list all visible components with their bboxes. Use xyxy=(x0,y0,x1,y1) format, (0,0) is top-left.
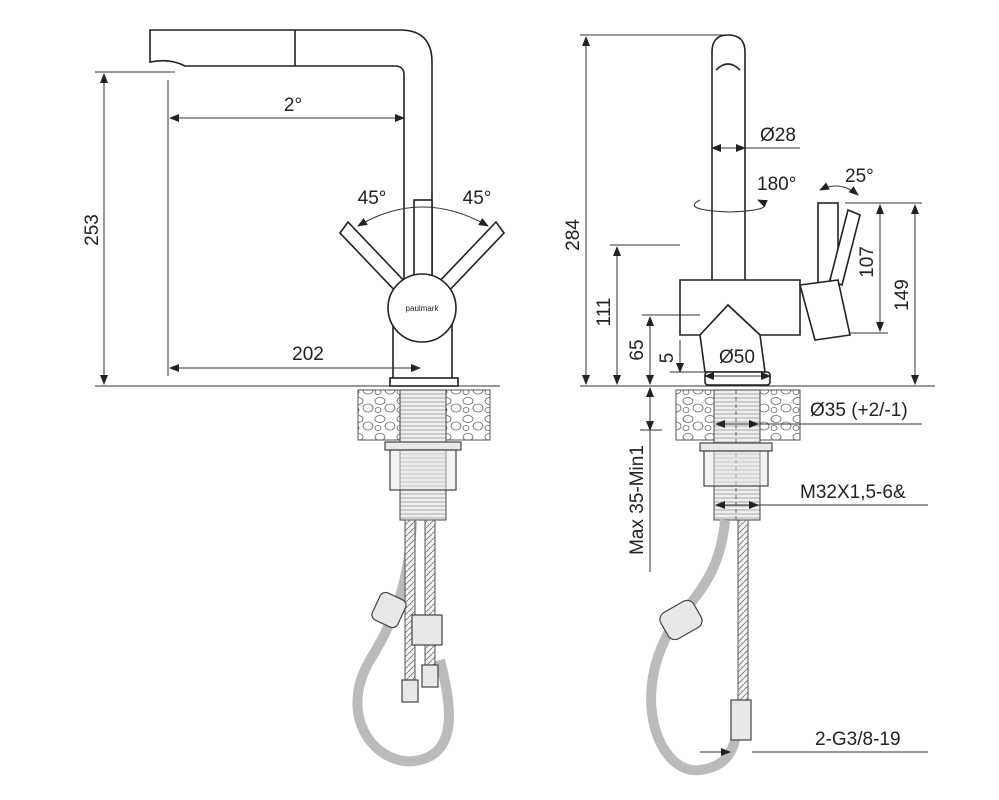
supply-hose xyxy=(424,519,436,681)
handle-rotation-arc xyxy=(357,206,489,227)
handle-height-107-label: 107 xyxy=(857,246,878,278)
hole-diameter-label: Ø35 (+2/-1) xyxy=(810,400,908,421)
body-height-65-label: 65 xyxy=(627,339,648,360)
spout-tube xyxy=(711,34,746,286)
handle-angle-arc xyxy=(819,182,859,196)
pull-out-hose xyxy=(352,519,454,767)
handle-angle-label: 25° xyxy=(845,166,874,187)
reach-label: 202 xyxy=(292,344,324,365)
body-cartridge xyxy=(387,273,457,343)
spout xyxy=(149,29,433,301)
hose-connector xyxy=(411,614,443,646)
handle-base xyxy=(798,279,851,341)
rotation-arrow xyxy=(693,199,768,213)
total-height-label: 284 xyxy=(563,219,584,251)
handle-height-149-label: 149 xyxy=(892,279,913,311)
handle-open-position xyxy=(829,208,861,287)
body-height-111-label: 111 xyxy=(594,298,615,327)
fitting xyxy=(401,679,419,703)
base-plate xyxy=(704,371,771,386)
rotation-label: 180° xyxy=(757,174,796,195)
thread-label: M32X1,5-6& xyxy=(800,482,906,503)
body-base xyxy=(699,303,766,373)
washer xyxy=(699,442,773,452)
handle-left-angle-label: 45° xyxy=(358,188,387,209)
base-height-label: 5 xyxy=(657,353,678,364)
connection-label: 2-G3/8-19 xyxy=(815,729,901,750)
mounting-nut xyxy=(389,449,457,491)
supply-hose xyxy=(737,519,749,701)
front-view: 284 Ø28 180° 25° 107 149 111 65 5 Ø50 Ø3… xyxy=(563,34,935,776)
handle-center xyxy=(413,199,433,286)
hose-weight xyxy=(371,591,407,629)
base-diameter-label: Ø50 xyxy=(719,347,755,368)
base-plate xyxy=(389,377,459,387)
spout-angle-label: 2° xyxy=(284,95,302,116)
counter-thickness-label: Max 35-Min1 xyxy=(627,445,648,555)
mounting-nut xyxy=(703,450,769,487)
spout-diameter-label: Ø28 xyxy=(760,125,796,146)
washer xyxy=(384,441,462,451)
spout-outlet xyxy=(715,63,741,71)
fitting xyxy=(730,699,752,741)
handle-right-angle-label: 45° xyxy=(463,188,492,209)
height-label: 253 xyxy=(82,214,103,246)
brand-logo: paulmark xyxy=(406,304,440,313)
pull-out-hose xyxy=(646,519,742,776)
hose-weight xyxy=(659,599,703,641)
side-view: 253 2° 45° 45° paulmark 202 xyxy=(82,29,506,767)
supply-hose xyxy=(404,519,416,696)
fitting xyxy=(421,664,439,688)
